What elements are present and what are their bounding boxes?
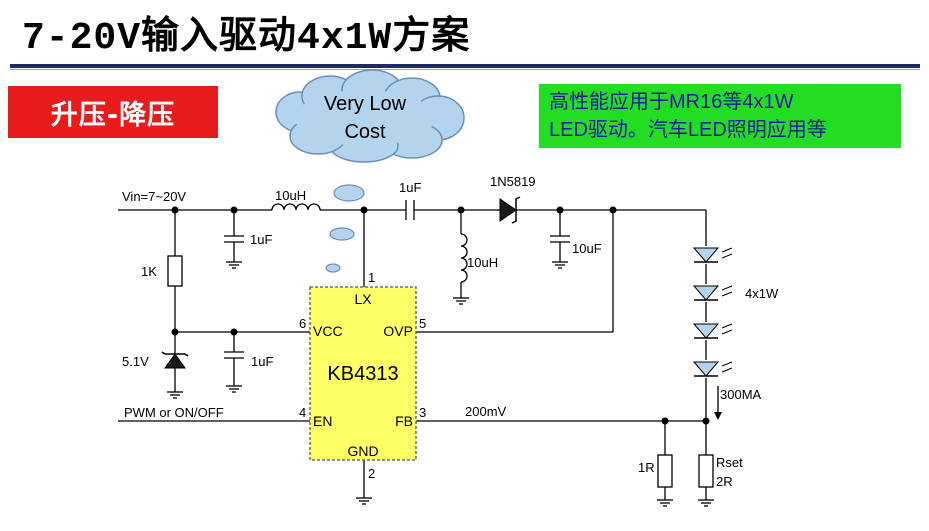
zener-label: 5.1V (122, 354, 149, 369)
ic-label: KB4313 (327, 363, 398, 385)
cap-vcc-label: 1uF (251, 354, 273, 369)
diode-label: 1N5819 (490, 174, 536, 189)
cap-out-label: 10uF (572, 241, 602, 256)
pin-fb-number: 3 (419, 405, 426, 420)
title-underline-thin (10, 69, 920, 70)
pin-lx-number: 1 (368, 270, 375, 285)
cloud-text: Very Low Cost (291, 90, 439, 146)
led-1 (692, 247, 733, 263)
cap-in-label: 1uF (250, 232, 272, 247)
pin-gnd-label: GND (347, 443, 378, 459)
application-note: 高性能应用于MR16等4x1W LED驱动。汽车LED照明应用等 (539, 84, 901, 148)
slide-title: 7-20V输入驱动4x1W方案 (22, 17, 471, 60)
resistor-1r-label: 1R (638, 460, 655, 475)
application-note-line-2: LED驱动。汽车LED照明应用等 (549, 119, 827, 141)
pin-en-number: 4 (299, 405, 306, 420)
cap-couple-label: 1uF (399, 180, 421, 195)
cloud-line-1: Very Low (323, 93, 407, 115)
pin-en-label: EN (313, 413, 332, 429)
pwm-label: PWM or ON/OFF (124, 405, 224, 420)
current-arrow-head (714, 412, 722, 420)
pin-vcc-number: 6 (299, 316, 306, 331)
application-note-line-1: 高性能应用于MR16等4x1W (549, 91, 794, 113)
resistor-r1-label: 1K (141, 264, 157, 279)
topology-banner: 升压-降压 (8, 86, 218, 138)
inductor-l1-label: 10uH (275, 188, 306, 203)
ic-kb4313 (309, 286, 417, 461)
vin-label: Vin=7~20V (122, 189, 186, 204)
thought-bubble-medium (329, 227, 355, 241)
pin-ovp-number: 5 (419, 316, 426, 331)
pin-lx-label: LX (354, 291, 372, 307)
thought-bubble-small (325, 263, 341, 273)
zener-diode (161, 351, 189, 369)
title-underline (10, 64, 920, 68)
pin-vcc-label: VCC (313, 323, 343, 339)
cloud-line-2: Cost (344, 121, 386, 143)
pin-ovp-label: OVP (383, 323, 413, 339)
pin-fb-label: FB (395, 413, 413, 429)
thought-bubble-large (333, 184, 365, 202)
inductor-l2-label: 10uH (467, 255, 498, 270)
led-count-label: 4x1W (745, 286, 779, 301)
current-label: 300MA (720, 387, 762, 402)
led-2 (692, 285, 733, 301)
rset-label: Rset (716, 455, 743, 470)
schottky-diode-1n5819 (499, 196, 521, 224)
junction-dots (171, 206, 710, 425)
pin-gnd-number: 2 (368, 466, 375, 481)
rset-value-label: 2R (716, 474, 733, 489)
fb-voltage-label: 200mV (465, 404, 507, 419)
schematic-wires (118, 200, 719, 507)
led-3 (692, 323, 733, 339)
led-4 (692, 361, 733, 377)
cloud-shape (275, 69, 465, 163)
